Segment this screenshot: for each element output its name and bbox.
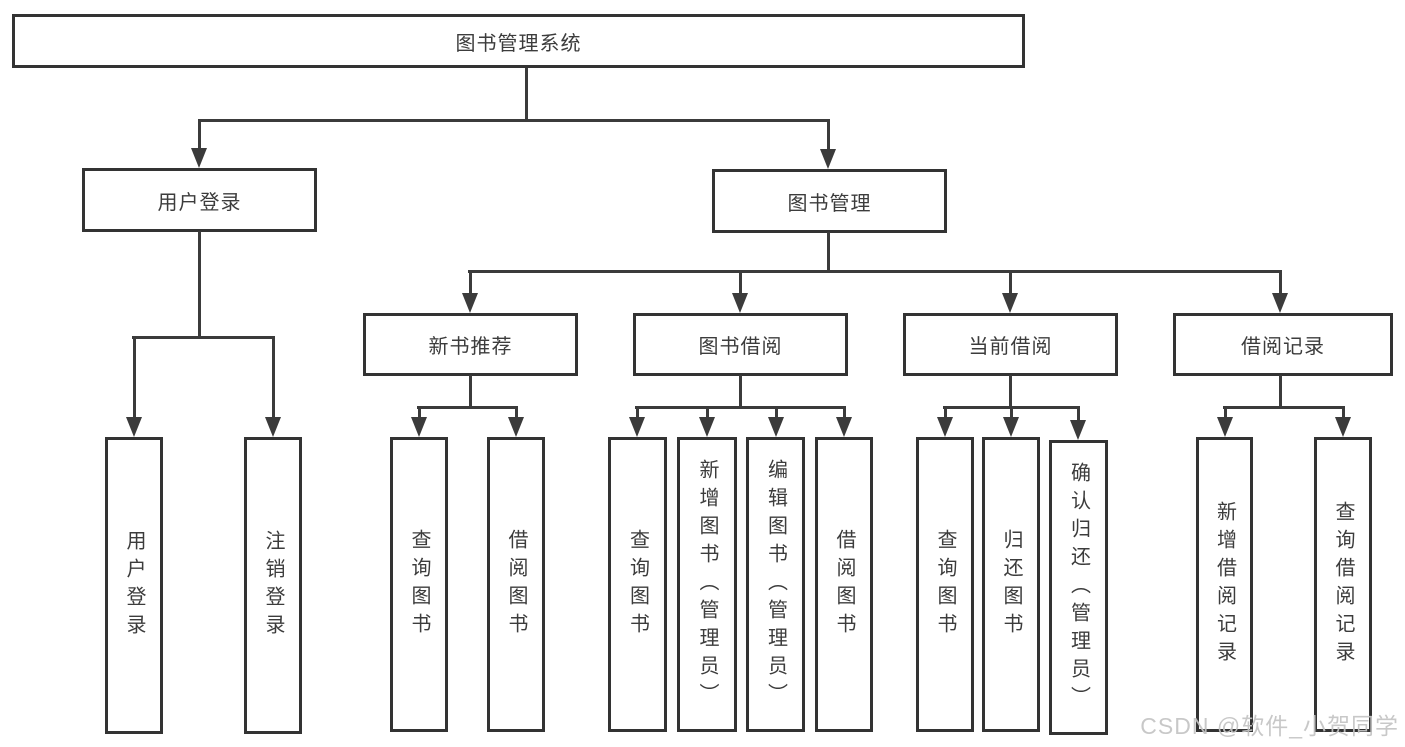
node-current-borrow-label: 当前借阅 (968, 336, 1053, 358)
leaf-logout-label: 注销登录 (262, 529, 284, 642)
node-borrow-record: 借阅记录 (1173, 313, 1393, 376)
connector-stem-new-book-recommend (469, 270, 472, 298)
leaf-current-confirm-return-admin: 确认归还（管理员） (1049, 440, 1108, 735)
connector-stem-cb-return (1010, 406, 1013, 422)
connector-user-login-trunk (198, 231, 201, 338)
node-new-book-recommend: 新书推荐 (363, 313, 578, 376)
leaf-record-query: 查询借阅记录 (1314, 437, 1372, 732)
node-root-label: 图书管理系统 (455, 32, 582, 55)
leaf-borrow-borrow-book: 借阅图书 (815, 437, 873, 732)
node-user-login: 用户登录 (82, 168, 317, 232)
connector-new-book-trunk (469, 375, 472, 408)
leaf-record-query-label: 查询借阅记录 (1332, 500, 1354, 669)
leaf-borrow-add-book-admin-label: 新增图书（管理员） (696, 458, 718, 711)
connector-stem-cb-query (944, 406, 947, 422)
node-book-borrow: 图书借阅 (633, 313, 848, 376)
connector-user-login-hline (132, 336, 274, 339)
connector-stem-br-query (1342, 406, 1345, 422)
leaf-recommend-query-book: 查询图书 (390, 437, 448, 732)
leaf-user-login-label: 用户登录 (123, 529, 145, 642)
arrowhead-to-new-book-recommend (462, 293, 478, 313)
connector-level2-hline (198, 119, 830, 122)
leaf-recommend-query-book-label: 查询图书 (408, 528, 430, 641)
leaf-borrow-add-book-admin: 新增图书（管理员） (677, 437, 737, 732)
connector-borrow-record-hline (1223, 406, 1344, 409)
arrowhead-to-cb-query (937, 417, 953, 437)
connector-stem-bb-edit (775, 406, 778, 422)
arrowhead-to-borrow-record (1272, 293, 1288, 313)
arrowhead-to-br-add (1217, 417, 1233, 437)
connector-stem-current-borrow (1009, 270, 1012, 298)
arrowhead-to-user-login (191, 148, 207, 168)
connector-stem-bb-borrow (843, 406, 846, 422)
arrowhead-to-bb-edit (768, 417, 784, 437)
connector-stem-book-management (827, 119, 830, 154)
connector-stem-bb-query (636, 406, 639, 422)
node-user-login-label: 用户登录 (157, 191, 242, 214)
leaf-logout: 注销登录 (244, 437, 302, 734)
leaf-borrow-borrow-book-label: 借阅图书 (833, 528, 855, 641)
connector-stem-nb-query (418, 406, 421, 422)
leaf-current-query-book: 查询图书 (916, 437, 974, 732)
leaf-current-return-book-label: 归还图书 (1000, 528, 1022, 641)
connector-book-management-trunk (827, 232, 830, 272)
node-borrow-record-label: 借阅记录 (1241, 336, 1325, 358)
connector-stem-borrow-record (1279, 270, 1282, 298)
arrowhead-to-book-borrow (732, 293, 748, 313)
leaf-borrow-edit-book-admin: 编辑图书（管理员） (746, 437, 805, 732)
leaf-borrow-query-book-label: 查询图书 (626, 528, 649, 641)
connector-stem-bb-add (706, 406, 709, 422)
connector-borrow-record-trunk (1279, 375, 1282, 408)
connector-new-book-hline (417, 406, 517, 409)
leaf-recommend-borrow-book: 借阅图书 (487, 437, 545, 732)
arrowhead-to-nb-query (411, 417, 427, 437)
node-root-system: 图书管理系统 (12, 14, 1025, 68)
node-new-book-recommend-label: 新书推荐 (428, 336, 513, 358)
arrowhead-to-bb-add (699, 417, 715, 437)
leaf-record-add: 新增借阅记录 (1196, 437, 1253, 732)
leaf-borrow-query-book: 查询图书 (608, 437, 667, 732)
leaf-current-query-book-label: 查询图书 (934, 528, 956, 641)
connector-stem-book-borrow (739, 270, 742, 298)
arrowhead-to-cb-confirm (1070, 420, 1086, 440)
arrowhead-to-nb-borrow (508, 417, 524, 437)
node-current-borrow: 当前借阅 (903, 313, 1118, 376)
arrowhead-to-cb-return (1003, 417, 1019, 437)
arrowhead-to-book-management (820, 149, 836, 169)
leaf-current-confirm-return-admin-label: 确认归还（管理员） (1067, 461, 1090, 714)
arrowhead-to-leaf-logout (265, 417, 281, 437)
connector-stem-cb-confirm (1077, 406, 1080, 422)
arrowhead-to-bb-query (629, 417, 645, 437)
arrowhead-to-current-borrow (1002, 293, 1018, 313)
leaf-record-add-label: 新增借阅记录 (1213, 500, 1236, 669)
connector-stem-br-add (1224, 406, 1227, 422)
connector-stem-nb-borrow (515, 406, 518, 422)
connector-book-borrow-hline (635, 406, 845, 409)
connector-current-borrow-trunk (1009, 375, 1012, 408)
arrowhead-to-br-query (1335, 417, 1351, 437)
leaf-recommend-borrow-book-label: 借阅图书 (505, 528, 527, 641)
connector-stem-leaf-logout (272, 336, 275, 421)
arrowhead-to-bb-borrow (836, 417, 852, 437)
leaf-current-return-book: 归还图书 (982, 437, 1040, 732)
arrowhead-to-leaf-user-login (126, 417, 142, 437)
connector-level3-hline (468, 270, 1281, 273)
node-book-management: 图书管理 (712, 169, 947, 233)
connector-stem-leaf-user-login (133, 336, 136, 421)
csdn-watermark: CSDN @软件_小贺同学 (1140, 713, 1399, 739)
connector-root-trunk (525, 68, 528, 121)
leaf-user-login: 用户登录 (105, 437, 163, 734)
leaf-borrow-edit-book-admin-label: 编辑图书（管理员） (764, 458, 787, 711)
connector-stem-user-login (198, 119, 201, 153)
node-book-borrow-label: 图书借阅 (698, 336, 783, 358)
node-book-management-label: 图书管理 (787, 192, 872, 215)
connector-book-borrow-trunk (739, 375, 742, 408)
